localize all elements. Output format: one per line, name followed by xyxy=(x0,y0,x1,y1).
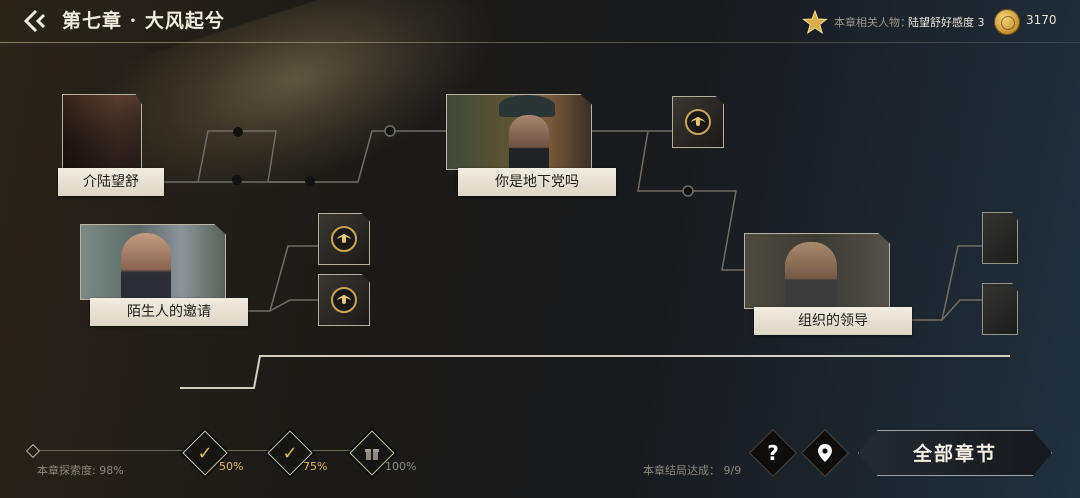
top-bar: 第七章 · 大风起兮 本章相关人物： 陆望舒好感度 3 3170 xyxy=(0,0,1080,42)
node-thumbnail xyxy=(62,94,142,170)
milestone-100[interactable] xyxy=(349,430,395,476)
question-icon: ? xyxy=(767,441,779,465)
exploration-progress: 本章探索度: 98% xyxy=(37,464,124,477)
chapter-title: 第七章 · 大风起兮 xyxy=(62,10,225,32)
node-thumbnail xyxy=(744,233,890,309)
location-button[interactable] xyxy=(800,428,850,478)
all-chapters-button[interactable]: 全部章节 xyxy=(858,430,1052,476)
coin-icon xyxy=(994,9,1020,35)
ending-progress: 本章结局达成： 9/9 xyxy=(643,464,742,477)
milestone-50-label: 50% xyxy=(219,460,244,473)
milestone-100-label: 100% xyxy=(385,460,417,473)
hidden-clue-badge[interactable] xyxy=(318,213,370,265)
all-chapters-label: 全部章节 xyxy=(912,443,997,465)
header-divider xyxy=(0,42,1080,43)
coin-count: 3170 xyxy=(1026,13,1057,27)
bee-emblem-icon xyxy=(331,226,357,252)
node-label: 陌生人的邀请 xyxy=(90,298,248,326)
node-thumbnail xyxy=(80,224,226,300)
related-character-value: 陆望舒好感度 3 xyxy=(908,16,985,29)
hidden-clue-badge[interactable] xyxy=(318,274,370,326)
related-character-label: 本章相关人物： xyxy=(834,16,911,29)
bee-emblem-icon xyxy=(685,109,711,135)
node-label: 介陆望舒 xyxy=(58,168,164,196)
hidden-clue-badge[interactable] xyxy=(672,96,724,148)
check-icon: ✓ xyxy=(282,442,298,464)
hidden-clue-badge[interactable] xyxy=(982,283,1018,335)
gift-icon xyxy=(357,438,387,468)
node-label: 你是地下党吗 xyxy=(458,168,616,196)
milestone-75-label: 75% xyxy=(303,460,328,473)
hidden-clue-badge[interactable] xyxy=(982,212,1018,264)
node-thumbnail xyxy=(446,94,592,170)
back-arrow-icon[interactable] xyxy=(22,8,52,34)
check-icon: ✓ xyxy=(197,442,213,464)
bee-emblem-icon xyxy=(331,287,357,313)
location-pin-icon xyxy=(809,437,841,469)
star-icon xyxy=(802,9,828,34)
node-label: 组织的领导 xyxy=(754,307,912,335)
